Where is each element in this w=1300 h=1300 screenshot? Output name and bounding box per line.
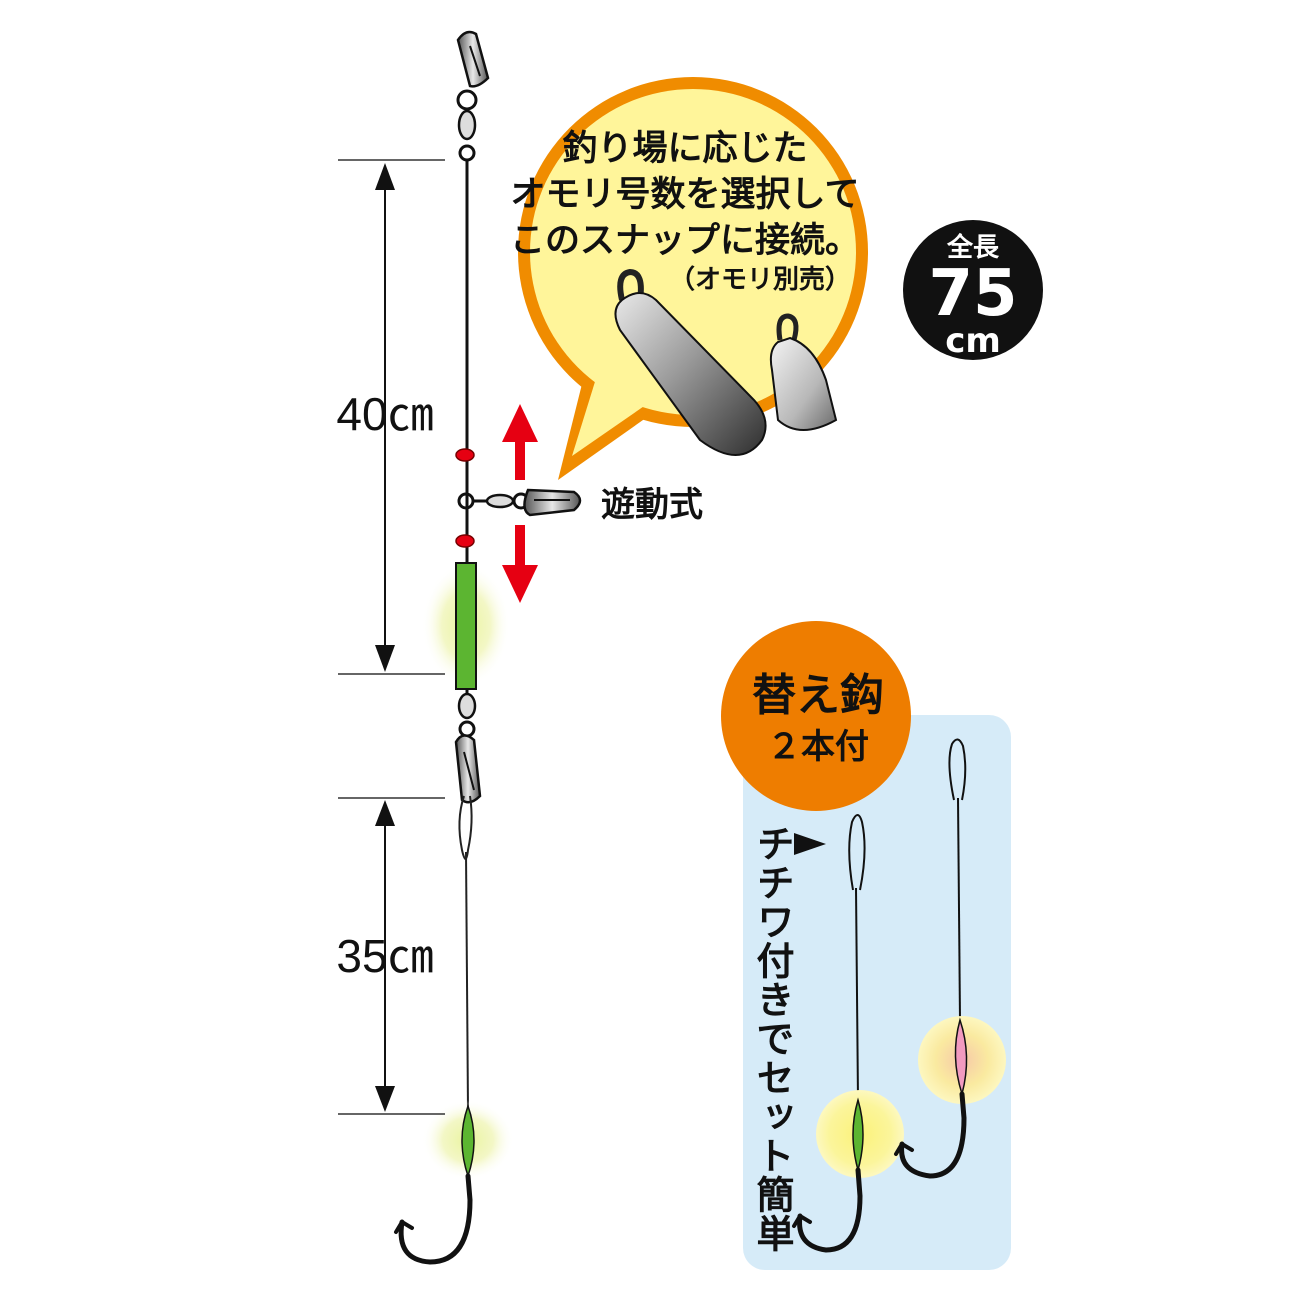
middle-swivel-snap [454,689,482,804]
spare-vertical-note: チチワ付きでセット簡単 [750,824,794,1253]
slide-up-arrow-icon [502,404,538,480]
callout-line-3: このスナップに接続。 [510,221,860,261]
dimension-lower [338,797,445,1115]
main-hook [398,1173,473,1265]
spare-hooks-badge [721,621,911,811]
slide-down-arrow-icon [502,525,538,603]
panel-arrow-icon [794,833,826,855]
red-stopper-bottom [455,534,475,548]
red-stopper-top [455,448,475,462]
spare-badge-line1: 替え鈎 [752,670,884,721]
callout-line-1: 釣り場に応じた [562,129,807,169]
sliding-type-label: 遊動式 [601,485,703,525]
spare-hooks-panel [743,715,1011,1270]
total-length-value: 75 [928,257,1017,331]
spare-badge-line2: ２本付 [767,727,869,767]
sinker-small-icon [769,313,838,431]
sliding-swivel-snap [457,488,582,517]
top-snap-swivel [456,30,490,162]
dimension-upper [338,159,445,675]
luminous-tube [455,562,477,690]
callout-line-2: オモリ号数を選択して [511,175,860,215]
sinker-large-icon [614,268,767,456]
total-length-unit: cm [945,321,1001,361]
leader-loop [458,795,473,860]
callout-note: （オモリ別売） [669,265,851,295]
total-length-label: 全長 [946,232,1000,263]
dimension-lower-label: 35㎝ [336,930,433,982]
leader-line [465,851,469,1111]
spare-hook-green [792,814,904,1253]
total-length-badge [903,220,1043,360]
spare-hook-pink [894,738,1006,1179]
dimension-upper-label: 40㎝ [336,388,433,440]
